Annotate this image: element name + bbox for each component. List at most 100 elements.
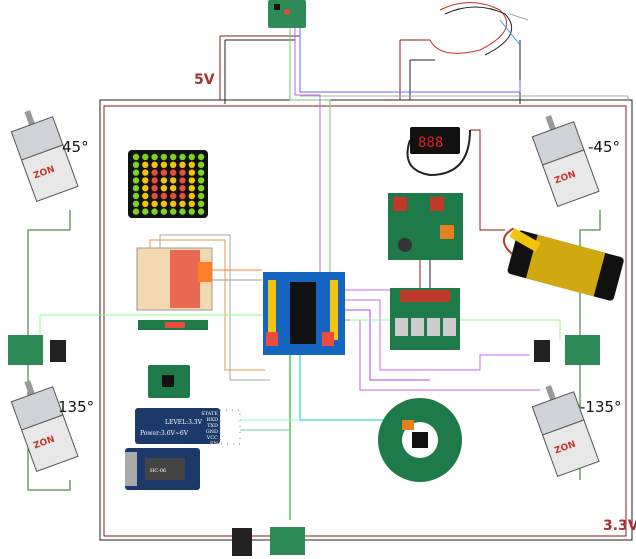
led-dot (197, 153, 205, 161)
led-dot (197, 161, 205, 168)
led-dot (151, 185, 158, 192)
led-dot (179, 169, 186, 176)
led-dot (142, 192, 149, 200)
led-dot (170, 208, 177, 215)
bt-pin-en: EN (210, 441, 219, 447)
led-dot (160, 185, 168, 192)
bt-level-label: LEVEL:3.3V (165, 419, 203, 426)
led-dot (188, 208, 195, 215)
bt-power-label: Power:3.6V~6V (140, 430, 189, 437)
angle-label-minus-45: -45° (588, 138, 620, 156)
led-dot (160, 208, 168, 215)
angle-label-135: 135° (58, 398, 94, 416)
led-dot (170, 185, 177, 192)
led-dot (132, 185, 140, 192)
led-dot (151, 153, 158, 161)
led-ring-board (378, 398, 462, 482)
led-dot (142, 200, 149, 207)
led-dot (160, 192, 168, 200)
led-dot (142, 177, 149, 184)
led-dot (188, 192, 195, 200)
led-dot (179, 177, 186, 184)
encoder-sensor-left (8, 335, 66, 365)
led-matrix (128, 150, 208, 218)
led-dot (179, 200, 186, 207)
rail-5v-label: 5V (194, 72, 215, 88)
encoder-sensor-bottom (232, 527, 305, 556)
angle-label-minus-135: -135° (580, 398, 622, 416)
led-dot (151, 200, 158, 207)
led-dot (197, 192, 205, 200)
led-dot (142, 169, 149, 176)
motor-rear-left: ZON (10, 380, 79, 472)
rail-3v3-label: 3.3V (603, 518, 636, 534)
buck-converter (388, 193, 463, 260)
led-dot (170, 161, 177, 168)
led-dot (151, 192, 158, 200)
led-dot (188, 153, 195, 161)
led-dot (160, 169, 168, 176)
balance-plug (509, 228, 541, 252)
led-dot (197, 200, 205, 207)
led-dot (170, 200, 177, 207)
led-dot (197, 177, 205, 184)
led-dot (132, 169, 140, 176)
bluetooth-module: LEVEL:3.3V Power:3.6V~6V STATE RXD TXD G… (135, 408, 241, 447)
led-dot (188, 161, 195, 168)
voltmeter: 888 (406, 127, 471, 177)
led-dot (188, 177, 195, 184)
hc-board: HC-06 (125, 448, 200, 490)
led-dot (170, 177, 177, 184)
bt-pin-vcc: VCC (206, 435, 218, 441)
nano-io-shield (263, 272, 345, 355)
led-dot (170, 153, 177, 161)
led-dot (142, 208, 149, 215)
led-dot (151, 177, 158, 184)
led-dot (132, 208, 140, 215)
motor-front-left: ZON (10, 110, 79, 202)
led-dot (170, 169, 177, 176)
motor-front-right: ZON (531, 115, 600, 207)
imu-board (148, 365, 190, 398)
led-dot (197, 169, 205, 176)
led-dot (132, 161, 140, 168)
led-dot (160, 200, 168, 207)
voltmeter-display: 888 (418, 135, 443, 151)
bt-pin-txd: TXD (207, 423, 218, 429)
led-dot (160, 153, 168, 161)
led-dot (170, 192, 177, 200)
led-dot (179, 161, 186, 168)
bt-pin-rxd: RXD (207, 417, 218, 423)
led-dot (132, 153, 140, 161)
led-dot (197, 208, 205, 215)
led-dot (132, 192, 140, 200)
led-dot (179, 185, 186, 192)
led-dot (142, 153, 149, 161)
sensor-strip (138, 320, 208, 330)
led-dot (151, 169, 158, 176)
motor-rear-right: ZON (531, 385, 600, 477)
bt-model-label: HC-06 (150, 468, 166, 474)
encoder-sensor-right (534, 335, 600, 365)
led-dot (151, 161, 158, 168)
led-dot (160, 161, 168, 168)
led-dot (142, 161, 149, 168)
top-encoder-board (268, 0, 306, 28)
motor-driver-board (390, 288, 460, 350)
bt-pin-gnd: GND (206, 429, 218, 435)
led-dot (188, 185, 195, 192)
led-dot (197, 185, 205, 192)
led-dot (160, 177, 168, 184)
angle-label-45: 45° (62, 138, 89, 156)
led-dot (179, 208, 186, 215)
breadboard-shield (136, 247, 213, 311)
led-dot (188, 200, 195, 207)
led-dot (132, 177, 140, 184)
led-dot (188, 169, 195, 176)
led-dot (151, 208, 158, 215)
power-rails (99, 35, 633, 541)
led-dot (179, 192, 186, 200)
led-dot (179, 153, 186, 161)
